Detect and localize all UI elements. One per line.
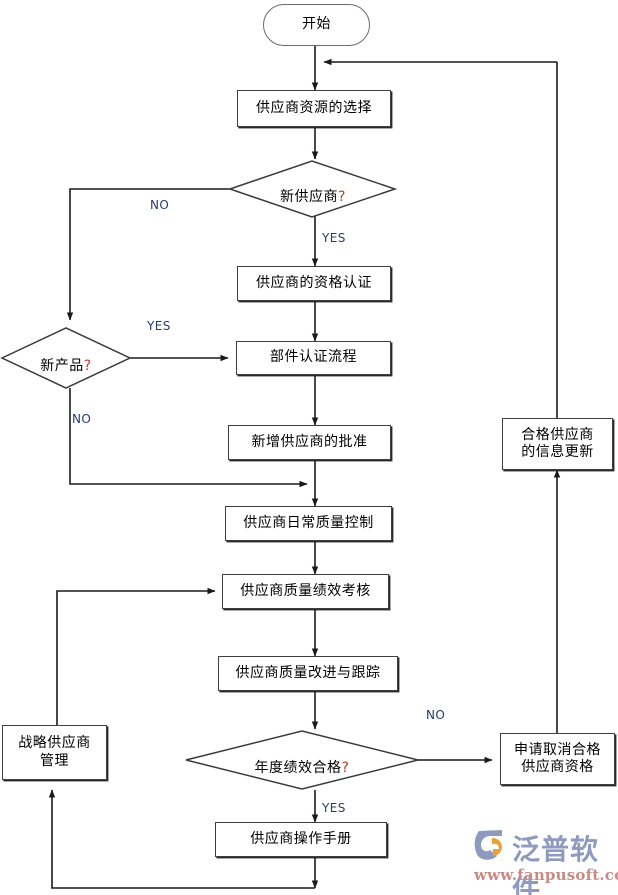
- node-supplier-resource-selection[interactable]: 供应商资源的选择: [237, 90, 391, 127]
- edge-label-annual-performance-yes: YES: [322, 801, 346, 815]
- node-annual-performance-decision[interactable]: 年度绩效合格?: [186, 731, 418, 789]
- node-supplier-resource-selection-label: 供应商资源的选择: [256, 99, 372, 116]
- node-supplier-qualification-label: 供应商的资格认证: [256, 274, 372, 291]
- node-quality-improvement-tracking-label: 供应商质量改进与跟踪: [235, 664, 381, 681]
- node-daily-quality-control[interactable]: 供应商日常质量控制: [225, 506, 392, 541]
- edge-label-new-product-yes: YES: [147, 319, 171, 333]
- node-revoke-qualification-request-label: 申请取消合格 供应商资格: [514, 741, 601, 776]
- node-supplier-operation-manual[interactable]: 供应商操作手册: [215, 822, 387, 857]
- node-annual-performance-decision-label: 年度绩效合格: [254, 760, 342, 776]
- node-start-label: 开始: [302, 16, 331, 33]
- node-new-supplier-approval[interactable]: 新增供应商的批准: [228, 425, 391, 460]
- node-new-product-decision-question-mark: ?: [83, 358, 92, 374]
- node-new-supplier-decision[interactable]: 新供应商?: [230, 161, 396, 217]
- decision-shape-new-supplier: [227, 160, 398, 218]
- node-start[interactable]: 开始: [263, 4, 370, 46]
- decision-shape-new-product: [0, 327, 132, 389]
- node-quality-performance-review-label: 供应商质量绩效考核: [240, 582, 371, 599]
- node-new-supplier-decision-question-mark: ?: [338, 189, 346, 205]
- node-quality-improvement-tracking[interactable]: 供应商质量改进与跟踪: [218, 656, 398, 691]
- node-new-supplier-decision-label: 新供应商: [280, 189, 339, 205]
- node-qualified-supplier-info-update-label: 合格供应商 的信息更新: [521, 426, 594, 461]
- node-strategic-supplier-management-label: 战略供应商 管理: [18, 735, 91, 769]
- node-new-product-decision-label: 新产品: [40, 358, 84, 374]
- node-part-certification-flow-label: 部件认证流程: [270, 349, 357, 366]
- node-new-product-decision[interactable]: 新产品?: [2, 328, 130, 388]
- node-supplier-operation-manual-label: 供应商操作手册: [250, 830, 352, 847]
- node-supplier-qualification[interactable]: 供应商的资格认证: [237, 266, 391, 301]
- node-annual-performance-decision-question-mark: ?: [341, 760, 350, 776]
- node-part-certification-flow[interactable]: 部件认证流程: [236, 341, 391, 375]
- edge-label-new-product-no: NO: [72, 412, 92, 426]
- edge-label-new-supplier-yes: YES: [322, 231, 346, 245]
- node-revoke-qualification-request[interactable]: 申请取消合格 供应商资格: [500, 733, 615, 785]
- node-qualified-supplier-info-update[interactable]: 合格供应商 的信息更新: [502, 418, 613, 470]
- node-strategic-supplier-management[interactable]: 战略供应商 管理: [2, 725, 107, 780]
- edge-label-new-supplier-no: NO: [150, 198, 170, 212]
- decision-shape-annual-performance: [185, 730, 419, 790]
- edge-label-annual-performance-no: NO: [426, 708, 446, 722]
- node-quality-performance-review[interactable]: 供应商质量绩效考核: [222, 574, 389, 609]
- node-daily-quality-control-label: 供应商日常质量控制: [243, 514, 374, 531]
- node-new-supplier-approval-label: 新增供应商的批准: [251, 433, 368, 450]
